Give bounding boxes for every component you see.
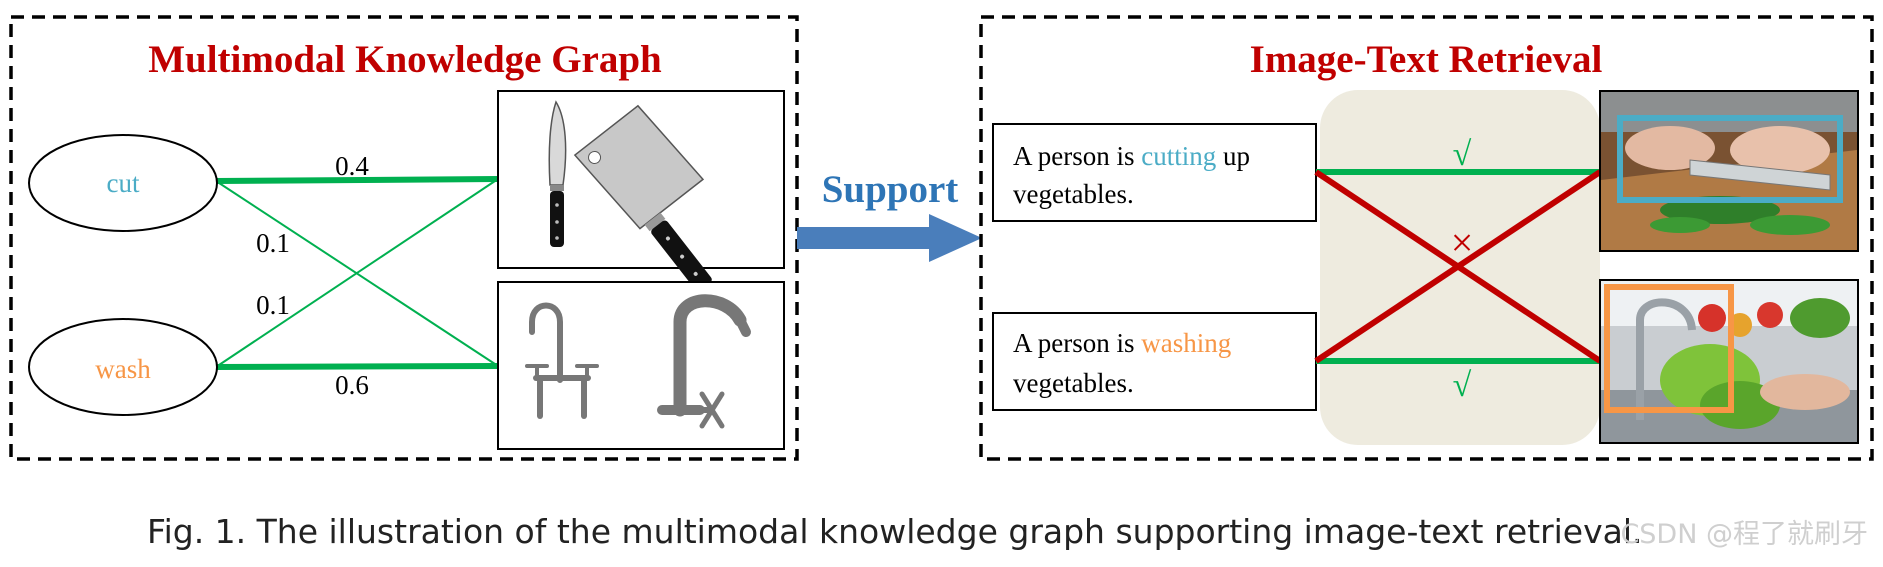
faucets-icon [525,294,751,429]
knife-and-cleaver-icon [548,100,712,292]
node-cut [28,134,218,232]
text-washing-line1: A person is washing [1013,328,1231,358]
check-mark-cutting: √ [1453,136,1472,173]
left-panel-border [9,15,799,461]
node-wash-label: wash [95,354,151,384]
mismatch-line-2 [1314,169,1602,364]
text-cutting-line1: A person is cutting up [1013,141,1250,171]
watermark: CSDN @程了就刷牙 [1620,519,1868,550]
right-panel-border [979,15,1874,461]
edge-wash-knife [215,178,499,368]
left-panel-title: Multimodal Knowledge Graph [148,38,662,81]
edge-wash-faucet [215,363,499,370]
check-mark-washing: √ [1453,367,1472,404]
text-washing-line2: vegetables. [1013,368,1134,398]
support-arrow-head [929,214,982,262]
edge-cut-knife [215,176,499,184]
cutting-vegetables-photo [1599,90,1859,252]
text-cutting-line2: vegetables. [1013,179,1134,209]
figure-caption: Fig. 1. The illustration of the multimod… [147,512,1643,551]
weight-wash-knife: 0.1 [256,290,290,320]
support-arrow-shaft [797,227,929,249]
washing-vegetables-photo [1599,279,1859,444]
node-cut-label: cut [107,168,140,198]
node-wash [28,318,218,416]
weight-wash-faucet: 0.6 [335,370,369,400]
cross-mark: × [1451,220,1474,265]
text-box-cutting [992,123,1317,222]
support-label: Support [822,168,959,211]
weight-cut-faucet: 0.1 [256,228,290,258]
right-panel-title: Image-Text Retrieval [1250,38,1603,81]
weight-cut-knife: 0.4 [335,151,369,181]
